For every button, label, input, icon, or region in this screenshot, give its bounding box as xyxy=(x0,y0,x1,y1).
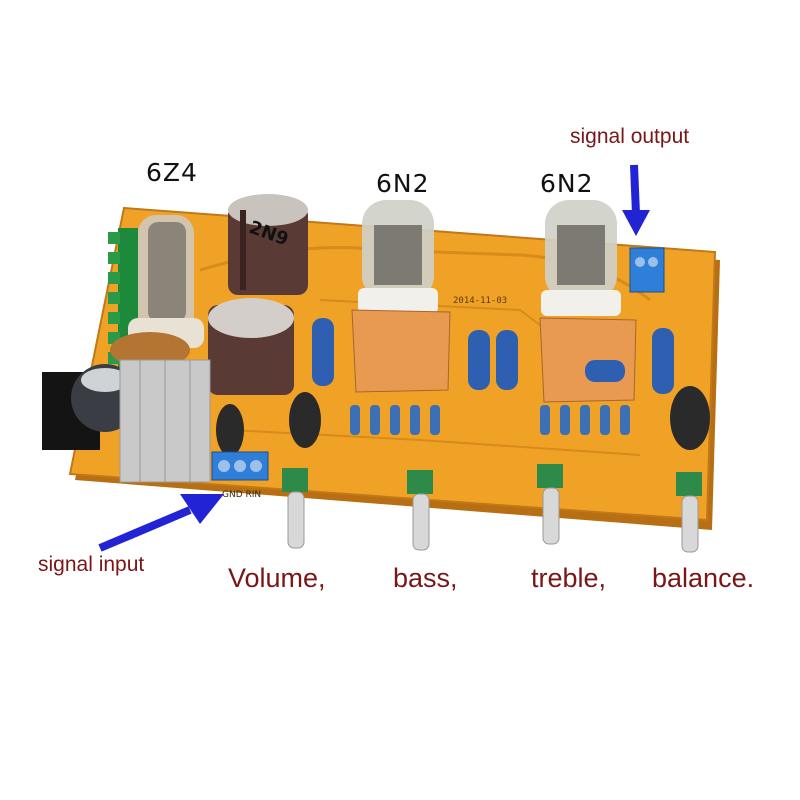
volume-label: Volume, xyxy=(228,563,326,593)
volume-potentiometer xyxy=(282,468,308,549)
bass-label: bass, xyxy=(393,563,458,593)
tube-label-6z4: 6Z4 xyxy=(146,158,198,187)
heatsink xyxy=(119,359,211,483)
tube-6n2-mid xyxy=(351,200,451,393)
resistor-row-left xyxy=(350,405,440,435)
board-date-mark: 2014-11-03 xyxy=(453,296,507,306)
input-terminal-text: GND RIN xyxy=(222,490,261,500)
film-capacitor-2 xyxy=(468,330,490,390)
treble-potentiometer xyxy=(537,464,563,545)
film-capacitor-4 xyxy=(652,328,674,394)
treble-label: treble, xyxy=(531,563,607,593)
signal-output-arrow xyxy=(622,164,650,236)
tube-label-6n2-mid: 6N2 xyxy=(376,169,430,198)
signal-input-arrow xyxy=(98,494,224,552)
tube-6z4 xyxy=(110,215,204,368)
tube-label-6n2-right: 6N2 xyxy=(540,169,594,198)
signal-input-label: signal input xyxy=(38,553,145,576)
balance-potentiometer xyxy=(676,472,702,553)
film-capacitor-5 xyxy=(585,360,625,382)
input-terminal-block xyxy=(211,451,269,481)
small-capacitor-2 xyxy=(289,392,321,448)
resistor-row-right xyxy=(540,405,630,435)
small-capacitor-3 xyxy=(670,386,710,450)
filter-capacitor-bottom xyxy=(208,298,294,395)
small-capacitor-1 xyxy=(216,404,244,456)
balance-label: balance. xyxy=(652,563,755,593)
film-capacitor-3 xyxy=(496,330,518,390)
filter-capacitor-top xyxy=(228,194,308,295)
signal-output-label: signal output xyxy=(570,125,690,148)
film-capacitor-1 xyxy=(312,318,334,386)
output-terminal-block xyxy=(629,247,665,293)
bass-potentiometer xyxy=(407,470,433,551)
